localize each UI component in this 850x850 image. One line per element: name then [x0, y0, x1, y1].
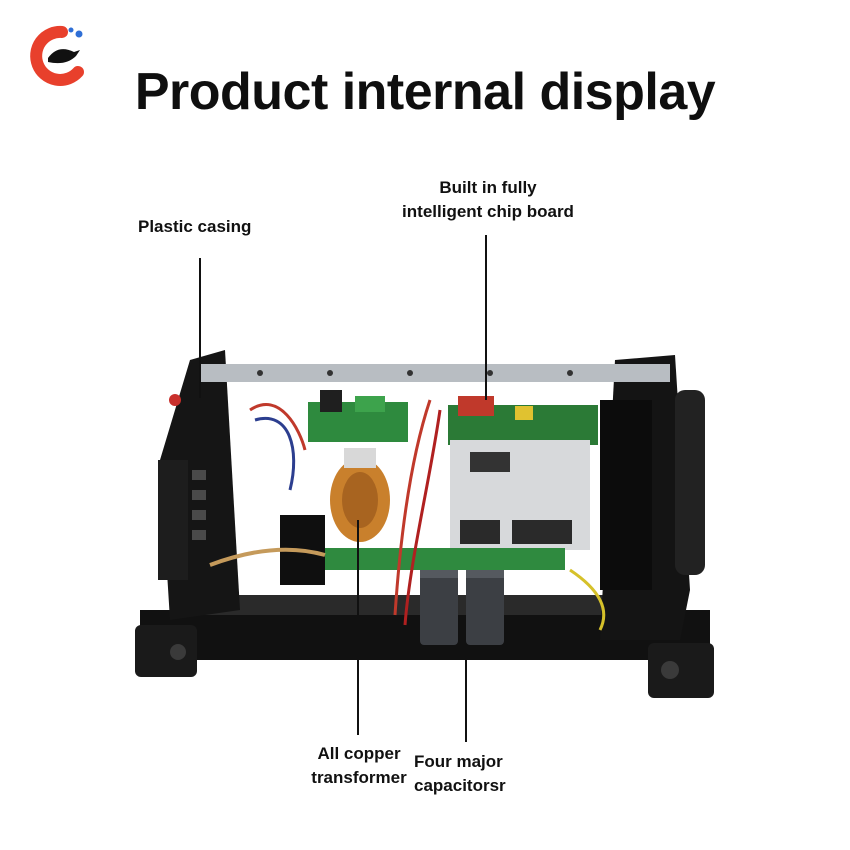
label-plastic-casing: Plastic casing — [138, 215, 251, 239]
brand-logo-icon — [30, 25, 84, 86]
label-transformer: All copper transformer — [294, 742, 424, 790]
label-chip-board: Built in fully intelligent chip board — [378, 176, 598, 224]
label-plastic-casing-text: Plastic casing — [138, 217, 252, 236]
label-chip-board-line2: intelligent chip board — [402, 202, 574, 221]
label-transformer-line1: All copper — [317, 744, 401, 763]
leader-line-casing — [199, 258, 201, 398]
foot-left — [135, 625, 197, 677]
label-capacitors-line1: Four major — [414, 752, 503, 771]
leader-line-chip-board — [485, 235, 487, 400]
label-chip-board-line1: Built in fully — [439, 178, 537, 197]
leader-line-transformer — [357, 520, 359, 735]
label-capacitors: Four major capacitorsr — [414, 750, 506, 798]
capacitor-2 — [466, 570, 504, 645]
top-rail — [200, 364, 670, 382]
page-title: Product internal display — [134, 63, 716, 121]
welder-internal-illustration — [135, 350, 714, 698]
foot-right — [648, 643, 714, 698]
label-transformer-line2: transformer — [311, 768, 407, 787]
leader-line-capacitors — [465, 648, 467, 742]
label-capacitors-line2: capacitorsr — [414, 776, 506, 795]
capacitor-1 — [420, 570, 458, 645]
power-board — [315, 548, 565, 570]
